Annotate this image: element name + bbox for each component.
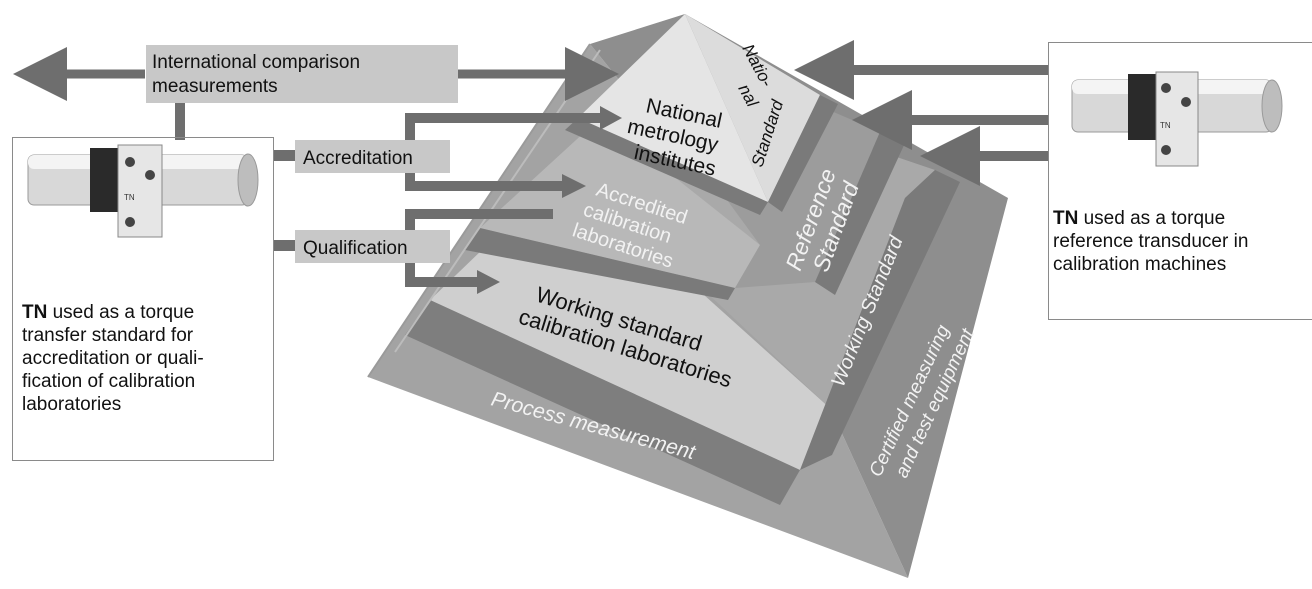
qualification-label: Qualification [303, 238, 408, 259]
accreditation-label-box [295, 140, 450, 173]
national-standard-face [685, 14, 820, 202]
accreditation-stem [273, 150, 295, 161]
pyramid: Natio- nal Standard National metrology i… [367, 14, 1008, 578]
accreditation-label: Accreditation [303, 148, 413, 169]
caption-line: fication of calibration [22, 371, 196, 392]
right-torque-transducer: TN [1071, 71, 1283, 167]
caption-bold: TN [22, 302, 48, 323]
intl-label-box [146, 45, 458, 103]
intl-label: International comparison measurements [152, 52, 365, 97]
working-standard-band [800, 170, 960, 470]
right-info-box [1048, 42, 1312, 320]
working-labs-band [405, 300, 800, 505]
intl-stem [175, 94, 185, 140]
label-boxes: International comparison measurements Ac… [146, 45, 458, 263]
left-caption: TN used as a torque transfer standard fo… [22, 301, 272, 416]
national-institutes-tier [578, 14, 768, 202]
left-torque-transducer: TN [27, 144, 259, 238]
caption-line: calibration machines [1053, 254, 1227, 275]
caption-line: used as a torque [47, 302, 195, 323]
qualification-stem [273, 240, 295, 251]
apex-band [565, 118, 768, 215]
left-info-box [12, 137, 274, 461]
caption-bold: TN [1053, 208, 1079, 229]
caption-line: laboratories [22, 394, 122, 415]
caption-line: transfer standard for [22, 325, 194, 346]
accreditation-arrow-bottom-head [562, 174, 586, 198]
caption-line: reference transducer in [1053, 231, 1249, 252]
qualification-label-box [295, 230, 450, 263]
accredited-labs-band [465, 228, 735, 300]
caption-line: used as a torque [1078, 208, 1226, 229]
caption-line: accreditation or quali- [22, 348, 204, 369]
accredited-labs-tier [480, 118, 760, 288]
reference-standard-band [815, 132, 905, 295]
device-label: TN [124, 193, 135, 202]
device-label: TN [1160, 121, 1171, 130]
accreditation-arrow-top-head [600, 106, 622, 130]
qualification-arrow-bottom-head [477, 270, 500, 294]
right-caption: TN used as a torque reference transducer… [1053, 207, 1311, 276]
apex-band-right [768, 95, 838, 212]
